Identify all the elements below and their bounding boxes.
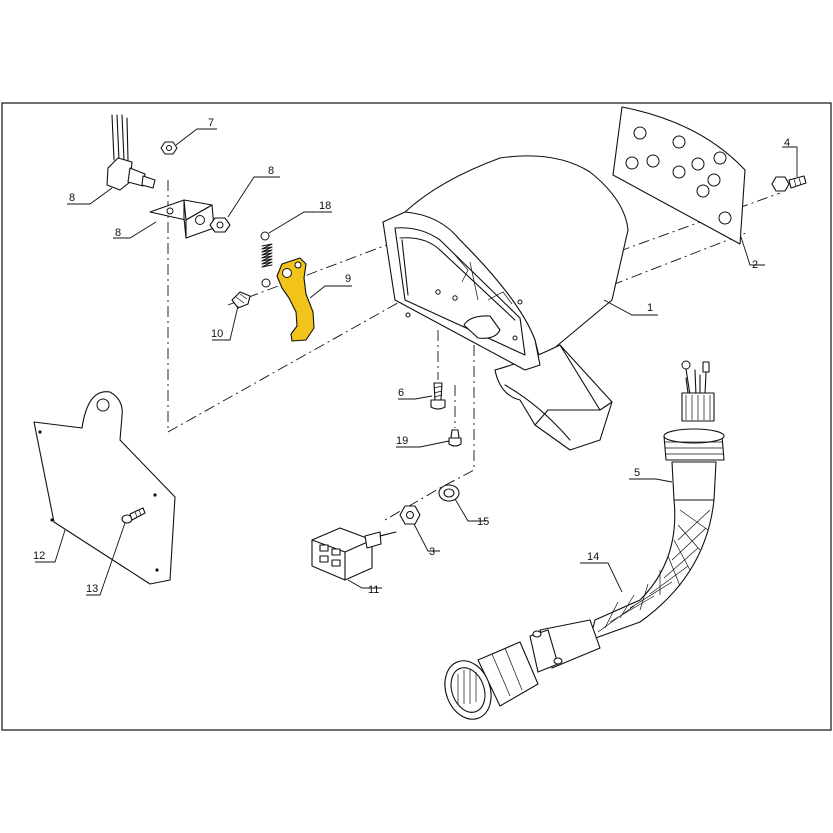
callout-14: 14: [587, 551, 599, 563]
set-screw-part-10: [231, 291, 251, 309]
cable-assembly-part-5-14: [444, 360, 725, 720]
callout-10: 10: [211, 328, 223, 340]
rear-plate-part-2: [612, 106, 746, 245]
bracket-part-8: [149, 199, 215, 239]
callout-13: 13: [86, 583, 98, 595]
hex-nut-part-8: [209, 217, 231, 233]
nut-part-7: [160, 141, 178, 155]
toggle-switch-part-11: [311, 527, 397, 581]
callout-9: 9: [345, 273, 351, 285]
plate-holes: [625, 126, 732, 225]
callout-5: 5: [634, 467, 640, 479]
callout-3: 3: [429, 546, 435, 558]
trigger-lever-part-9: [276, 257, 315, 342]
cover-plate-part-12: [33, 391, 176, 585]
callout-11: 11: [368, 584, 379, 596]
potentiometer-part-8: [106, 114, 156, 191]
spring-part-18: [260, 231, 273, 288]
washer-part-15: [438, 484, 460, 502]
callout-18: 18: [319, 200, 331, 212]
bolt-part-4: [771, 175, 807, 192]
callout-6: 6: [398, 387, 404, 399]
callout-4: 4: [784, 137, 790, 149]
callout-1: 1: [647, 302, 653, 314]
callout-19: 19: [396, 435, 408, 447]
callout-2: 2: [752, 259, 758, 271]
nut-part-3: [399, 505, 421, 525]
callout-8-potentiometer: 8: [69, 192, 75, 204]
main-housing-part-1: [382, 155, 629, 451]
callout-12: 12: [33, 550, 45, 562]
callout-leaders: [35, 128, 798, 596]
diagram-frame: [1, 102, 832, 731]
callout-labels: 7 8 8 8 18 9 10 6 19 15 3 11 1 2 4 5 14 …: [33, 117, 790, 596]
screw-part-6: [430, 382, 446, 410]
callout-15: 15: [477, 516, 489, 528]
screw-part-19: [448, 429, 462, 447]
callout-8-bracket: 8: [115, 227, 121, 239]
trigger-lever-highlighted: [276, 257, 315, 342]
callout-8-nut: 8: [268, 165, 274, 177]
screw-part-13: [121, 507, 146, 524]
callout-7: 7: [208, 117, 214, 129]
